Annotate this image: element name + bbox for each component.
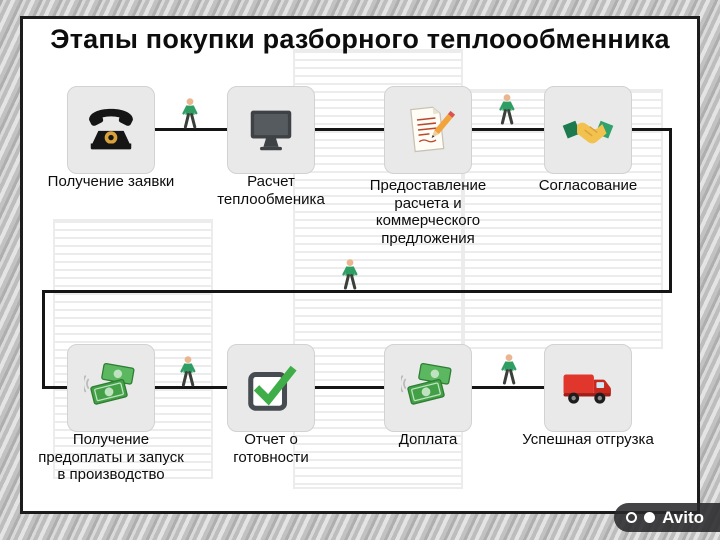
step-label-readiness-report: Отчет о готовности [233,431,309,466]
avito-logo-dot-outline-icon [626,512,638,523]
step-box-request [67,86,155,174]
step-box-calculation [227,86,315,174]
step-label-agreement: Согласование [538,177,638,194]
avito-logo-dot-solid-icon [644,512,656,523]
avito-brand-text: Avito [662,507,704,527]
avito-watermark: Avito [614,503,720,532]
step-label-calculation: Расчет теплообменика [217,173,325,208]
money-icon [401,362,452,405]
connector-line-bottom [42,386,591,389]
step-box-commercial-offer [384,86,472,174]
handshake-icon [562,120,614,144]
phone-icon [89,108,133,150]
walking-person-icon [501,354,517,385]
step-box-prepayment [67,344,155,432]
walking-person-icon [182,98,198,129]
connector-line-left-vertical [42,290,45,389]
walking-person-icon [499,94,515,125]
step-label-commercial-offer: Предоставление расчета и коммерческого п… [369,177,487,248]
step-box-readiness-report [227,344,315,432]
step-label-shipment: Успешная отгрузка [522,431,654,448]
checkbox-icon [248,365,297,411]
walking-person-icon [180,356,196,387]
step-box-shipment [544,344,632,432]
document-pencil-icon [410,106,455,153]
money-icon [84,362,135,405]
truck-icon [563,374,611,404]
step-box-agreement [544,86,632,174]
step-box-surcharge [384,344,472,432]
step-label-prepayment: Получение предоплаты и запуск в производ… [38,431,184,484]
walking-person-icon [342,259,358,290]
step-label-surcharge: Доплата [398,431,458,448]
connector-line-right-vertical [669,128,672,293]
step-label-request: Получение заявки [47,173,175,190]
page-title: Этапы покупки разборного теплоообменника [50,24,670,54]
monitor-icon [250,110,292,151]
connector-line-middle [42,290,672,293]
